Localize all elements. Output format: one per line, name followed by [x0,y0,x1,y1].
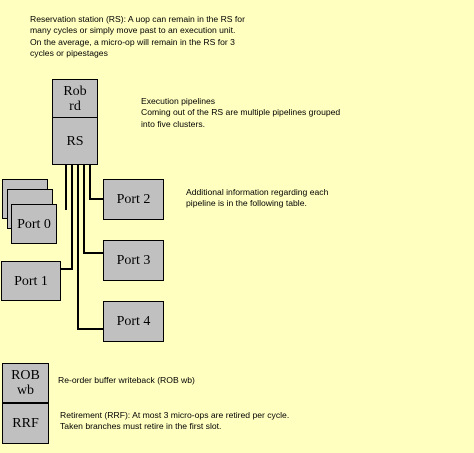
rob-wb-label-line: wb [16,383,35,398]
additional-note-line: Additional information regarding each [186,187,329,197]
retirement-note-line: Retirement (RRF): At most 3 micro-ops ar… [60,410,290,420]
rs-note: Reservation station (RS): A uop can rema… [30,14,245,60]
execution-note-line: Execution pipelines [141,96,216,106]
execution-note-line: Coming out of the RS are multiple pipeli… [141,107,341,118]
rs-label: RS [66,133,84,149]
port0-label: Port 0 [17,216,51,232]
additional-note-line: pipeline is in the following table. [186,198,307,209]
rrf-label: RRF [12,416,39,431]
additional-note: Additional information regarding each pi… [186,187,328,210]
rob-rd-label-line: rd [69,98,81,114]
rs-note-line: On the average, a micro-op will remain i… [30,36,235,47]
rob-wb-block: ROB wb [2,363,49,403]
port0-block: Port 0 [11,204,57,244]
rob-wb-note: Re-order buffer writeback (ROB wb) [58,375,195,386]
port4-block: Port 4 [103,301,164,342]
port1-block: Port 1 [1,261,61,301]
port2-label: Port 2 [116,192,151,207]
port3-block: Port 3 [103,240,164,281]
rs-note-line: many cycles or simply move past to an ex… [30,25,236,36]
port3-label: Port 3 [116,253,151,268]
execution-note-line: into five clusters. [141,118,205,129]
rs-note-line: cycles or pipestages [30,48,108,59]
rob-wb-note-line: Re-order buffer writeback (ROB wb) [58,375,195,385]
retirement-note-line: Taken branches must retire in the first … [60,421,222,432]
port4-label: Port 4 [116,314,151,329]
rrf-block: RRF [2,403,49,444]
port2-block: Port 2 [103,179,164,220]
port1-label: Port 1 [14,273,48,289]
rs-block: RS [52,117,98,165]
rs-note-line: Reservation station (RS): A uop can rema… [30,14,245,24]
execution-note: Execution pipelines Coming out of the RS… [141,96,340,130]
rob-rd-block: Rob rd [52,79,98,118]
retirement-note: Retirement (RRF): At most 3 micro-ops ar… [60,410,289,433]
rob-wb-label-line: ROB [11,368,40,383]
rob-rd-label-line: Rob [63,83,87,99]
